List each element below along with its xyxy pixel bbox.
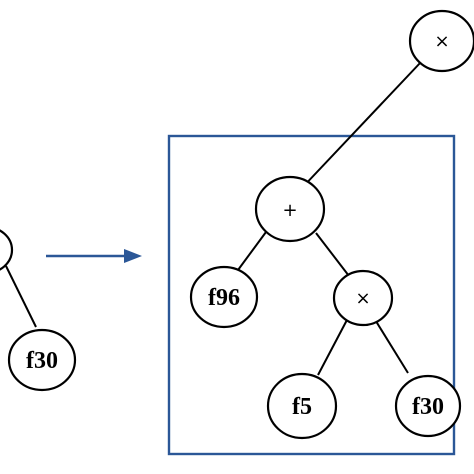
leaf-f96-label: f96 bbox=[208, 285, 240, 311]
arrow-head-icon bbox=[124, 249, 142, 263]
left-leaf-f30-node bbox=[7, 328, 77, 392]
plus-node bbox=[254, 175, 326, 243]
left-partial-root-node bbox=[0, 229, 14, 271]
left-partial-tree: f30 bbox=[0, 229, 77, 392]
times-label: × bbox=[355, 288, 370, 309]
edge-root-to-plus bbox=[299, 61, 422, 191]
leaf-f30-label: f30 bbox=[412, 394, 444, 420]
leaf-f5-label: f5 bbox=[292, 394, 312, 420]
leaf-f5-node bbox=[266, 372, 338, 440]
plus-label: + bbox=[282, 200, 297, 221]
left-leaf-f30-label: f30 bbox=[26, 348, 58, 374]
edge-plus-to-f96 bbox=[237, 231, 267, 271]
root-times-node bbox=[408, 9, 474, 73]
subtree-frame bbox=[167, 134, 456, 456]
right-tree-nodes: × + f96 × f5 f30 bbox=[189, 9, 474, 440]
right-tree-edges bbox=[237, 61, 422, 376]
left-tree-edge bbox=[5, 265, 37, 328]
edge-times-to-f5 bbox=[317, 317, 349, 376]
root-times-label: × bbox=[434, 31, 449, 52]
leaf-f96-node bbox=[189, 265, 259, 329]
leaf-f30-node bbox=[394, 374, 462, 438]
transform-arrow bbox=[46, 249, 142, 263]
edge-plus-to-times bbox=[315, 232, 350, 277]
times-node bbox=[332, 269, 394, 327]
edge-times-to-f30 bbox=[373, 317, 409, 374]
